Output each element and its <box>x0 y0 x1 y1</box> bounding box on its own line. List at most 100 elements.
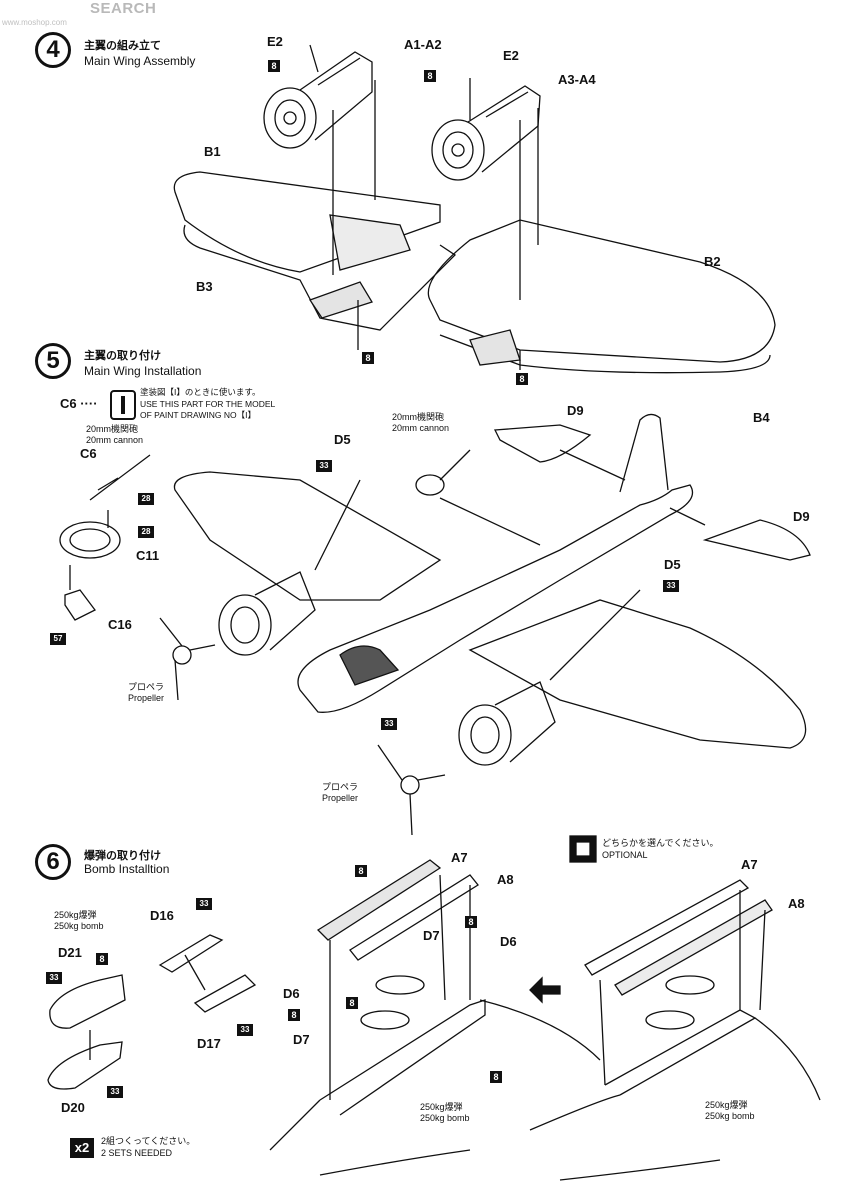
tag-8-e2-right: 8 <box>424 70 436 82</box>
a8-door <box>349 874 479 961</box>
tag-28-c11: 28 <box>138 526 154 538</box>
d21-part <box>49 974 126 1029</box>
cannon-left-en: 20mm cannon <box>86 435 144 445</box>
right-engine-nacelle <box>431 85 541 181</box>
sets-en: 2 SETS NEEDED <box>101 1148 173 1158</box>
cannon-right-jp: 20mm機関砲 <box>392 412 445 422</box>
tag-33-d21: 33 <box>46 972 62 984</box>
label-b4: B4 <box>753 410 770 425</box>
tag-57-c16: 57 <box>50 633 66 645</box>
sets-jp: 2組つくってください。 <box>101 1136 196 1146</box>
c6-note-en2: OF PAINT DRAWING NO【I】 <box>140 410 257 420</box>
c6-note-en1: USE THIS PART FOR THE MODEL <box>140 399 276 409</box>
d16-part <box>158 934 224 973</box>
label-d16: D16 <box>150 908 174 923</box>
step-6-number: 6 <box>35 844 71 880</box>
label-d5-right: D5 <box>664 557 681 572</box>
step-5-number: 5 <box>35 343 71 379</box>
label-d17: D17 <box>197 1036 221 1051</box>
tag-33-cockpit: 33 <box>381 718 397 730</box>
label-c16: C16 <box>108 617 132 632</box>
label-a8-mid: A8 <box>497 872 514 887</box>
tag-28-c6: 28 <box>138 493 154 505</box>
c6-note-jp: 塗装図【I】のときに使います。 <box>140 387 261 397</box>
bomb-right-jp: 250kg爆弾 <box>705 1100 748 1110</box>
step-6-title-en: Bomb Installtion <box>84 862 170 876</box>
label-b3: B3 <box>196 279 213 294</box>
tag-8-d7-upper: 8 <box>465 916 477 928</box>
propeller-left-drawing <box>159 617 216 701</box>
left-wing <box>173 171 457 331</box>
right-wing-installed <box>468 599 807 749</box>
label-d9-lower: D9 <box>793 509 810 524</box>
bomb-label-en: 250kg bomb <box>54 921 104 931</box>
propeller-right-drawing <box>377 744 446 836</box>
a8-door-right <box>614 899 773 996</box>
label-b2: B2 <box>704 254 721 269</box>
cannon-left-jp: 20mm機関砲 <box>86 424 139 434</box>
label-a3-a4: A3-A4 <box>558 72 596 87</box>
cannon-right-en: 20mm cannon <box>392 423 450 433</box>
tag-8-d21: 8 <box>96 953 108 965</box>
right-wing <box>427 219 776 374</box>
label-d9-upper: D9 <box>567 403 584 418</box>
tag-8-bay: 8 <box>490 1071 502 1083</box>
label-e2-left: E2 <box>267 34 283 49</box>
label-c6: C6 <box>80 446 97 461</box>
step-6-title-jp: 爆弾の取り付け <box>84 850 161 862</box>
label-d6-lower: D6 <box>283 986 300 1001</box>
bomb-label-jp: 250kg爆弾 <box>54 910 97 920</box>
bomb-mid-jp: 250kg爆弾 <box>420 1102 463 1112</box>
paint-drawing-i-icon <box>110 390 136 420</box>
propeller-left-en: Propeller <box>128 693 165 703</box>
tag-8-e2-left: 8 <box>268 60 280 72</box>
tag-8-right-wing: 8 <box>516 373 528 385</box>
tag-33-d20: 33 <box>107 1086 123 1098</box>
a7-door <box>316 859 442 941</box>
sets-multiplier: x2 <box>70 1138 94 1158</box>
propeller-left-jp: プロペラ <box>128 682 165 692</box>
bomb-mid-en: 250kg bomb <box>420 1113 470 1123</box>
tag-8-d7-lower-top: 8 <box>346 997 358 1009</box>
a7-door-right <box>584 879 750 976</box>
label-d7-lower: D7 <box>293 1032 310 1047</box>
tag-33-d5-left: 33 <box>316 460 332 472</box>
tag-33-d16: 33 <box>196 898 212 910</box>
step-4-number: 4 <box>35 32 71 68</box>
left-wing-installed <box>173 471 442 601</box>
left-engine-nacelle <box>263 51 373 149</box>
label-e2-right: E2 <box>503 48 519 63</box>
c6-note-label: C6 ···· <box>60 396 98 411</box>
d17-part <box>193 974 257 1013</box>
step-4-title-jp: 主翼の組み立て <box>84 40 161 52</box>
step-4-title-en: Main Wing Assembly <box>84 54 196 68</box>
fuselage <box>297 413 694 713</box>
label-a8-right: A8 <box>788 896 805 911</box>
label-a7-right: A7 <box>741 857 758 872</box>
label-d20: D20 <box>61 1100 85 1115</box>
label-a7-mid: A7 <box>451 850 468 865</box>
tag-8-d6-lower: 8 <box>288 1009 300 1021</box>
d20-part <box>47 1041 123 1090</box>
label-d7-upper: D7 <box>423 928 440 943</box>
label-d6-upper: D6 <box>500 934 517 949</box>
label-b1: B1 <box>204 144 221 159</box>
watermark-url: www.moshop.com <box>2 18 67 27</box>
tag-33-d17: 33 <box>237 1024 253 1036</box>
label-c11: C11 <box>136 548 160 563</box>
watermark-logo: SEARCH <box>90 0 157 17</box>
step-5-title-en: Main Wing Installation <box>84 364 202 378</box>
label-a1-a2: A1-A2 <box>404 37 442 52</box>
optional-jp: どちらかを選んでください。 <box>602 838 719 848</box>
tag-8-a7: 8 <box>355 865 367 877</box>
step-5-title-jp: 主翼の取り付け <box>84 350 161 362</box>
label-d5-left: D5 <box>334 432 351 447</box>
tag-8-left-wing: 8 <box>362 352 374 364</box>
optional-en: OPTIONAL <box>602 850 648 860</box>
tag-33-d5-right: 33 <box>663 580 679 592</box>
label-d21: D21 <box>58 945 82 960</box>
propeller-right-jp: プロペラ <box>322 782 359 792</box>
bomb-right-en: 250kg bomb <box>705 1111 755 1121</box>
